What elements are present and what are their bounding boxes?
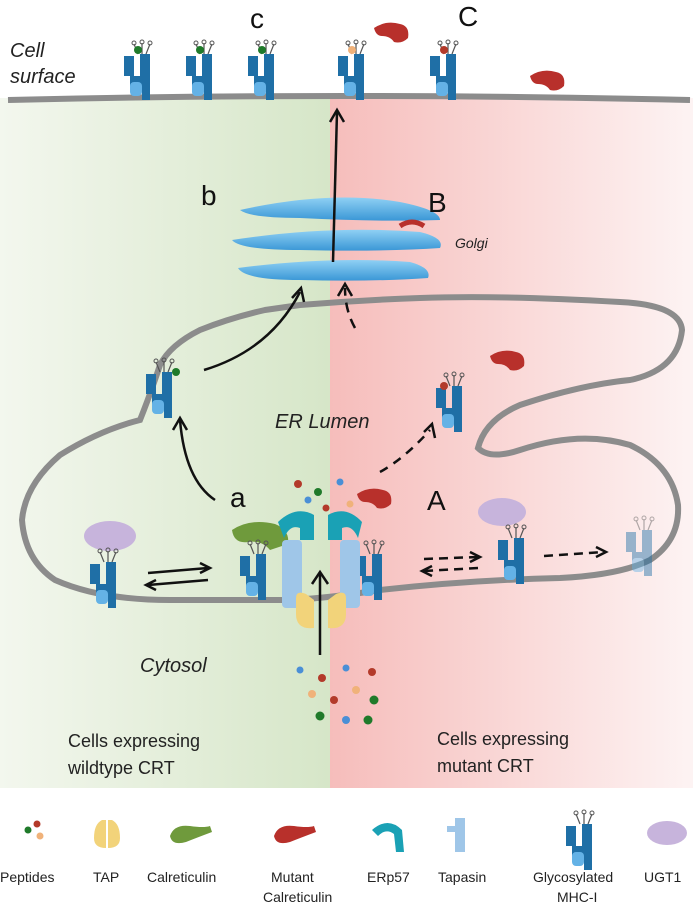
label-a-upper: A <box>427 485 446 516</box>
er-lumen-label: ER Lumen <box>275 411 370 433</box>
cytosol-peptides <box>296 664 379 725</box>
legend-label-mhc-line1: Glycosylated <box>533 869 613 885</box>
cytosol-label: Cytosol <box>140 655 207 677</box>
mutant-label-line1: Cells expressing <box>437 729 569 749</box>
legend-label-tap: TAP <box>93 869 119 885</box>
ugt1-icon <box>647 821 687 845</box>
legend-label-tapasin: Tapasin <box>438 869 486 885</box>
cell-surface-label-line1: Cell <box>10 40 45 62</box>
er-peptides <box>294 478 354 512</box>
label-c-upper: C <box>458 1 478 32</box>
peptide-loading-complex <box>232 488 392 629</box>
legend-label-mutant-line2: Calreticulin <box>263 889 332 905</box>
golgi-stack <box>232 197 441 281</box>
legend-label-mhc-line2: MHC-I <box>557 889 597 905</box>
mhc-i-icon <box>565 809 595 871</box>
legend-label-ugt1: UGT1 <box>644 869 682 885</box>
legend-label-erp57: ERp57 <box>367 869 410 885</box>
tap-icon <box>94 820 120 848</box>
tapasin-icon <box>447 818 465 852</box>
plasma-membrane <box>7 93 691 103</box>
ugt1-left <box>84 521 136 551</box>
surface-mutant-crt-1 <box>374 22 409 43</box>
label-b-lower: b <box>201 180 217 211</box>
wildtype-label-line1: Cells expressing <box>68 731 200 751</box>
mutant-calreticulin-icon <box>274 825 316 844</box>
er-membrane <box>18 294 686 603</box>
surface-mutant-crt-2 <box>530 70 565 91</box>
wildtype-region <box>0 98 330 788</box>
golgi-label: Golgi <box>455 235 489 251</box>
legend-label-calreticulin: Calreticulin <box>147 869 216 885</box>
label-c-lower: c <box>250 3 264 34</box>
pathway-arrows <box>143 107 609 655</box>
calreticulin-icon <box>170 825 212 844</box>
peptides-icon <box>24 820 44 840</box>
erp57-icon <box>372 823 404 852</box>
legend: Peptides TAP Calreticulin Mutant Calreti… <box>0 809 687 905</box>
label-a-lower: a <box>230 482 246 513</box>
ugt1-right <box>478 498 526 526</box>
label-b-upper: B <box>428 187 447 218</box>
wildtype-label-line2: wildtype CRT <box>67 758 175 778</box>
mutant-label-line2: mutant CRT <box>437 756 534 776</box>
legend-label-mutant-line1: Mutant <box>271 869 314 885</box>
cell-surface-label-line2: surface <box>10 66 76 88</box>
legend-label-peptides: Peptides <box>0 869 54 885</box>
